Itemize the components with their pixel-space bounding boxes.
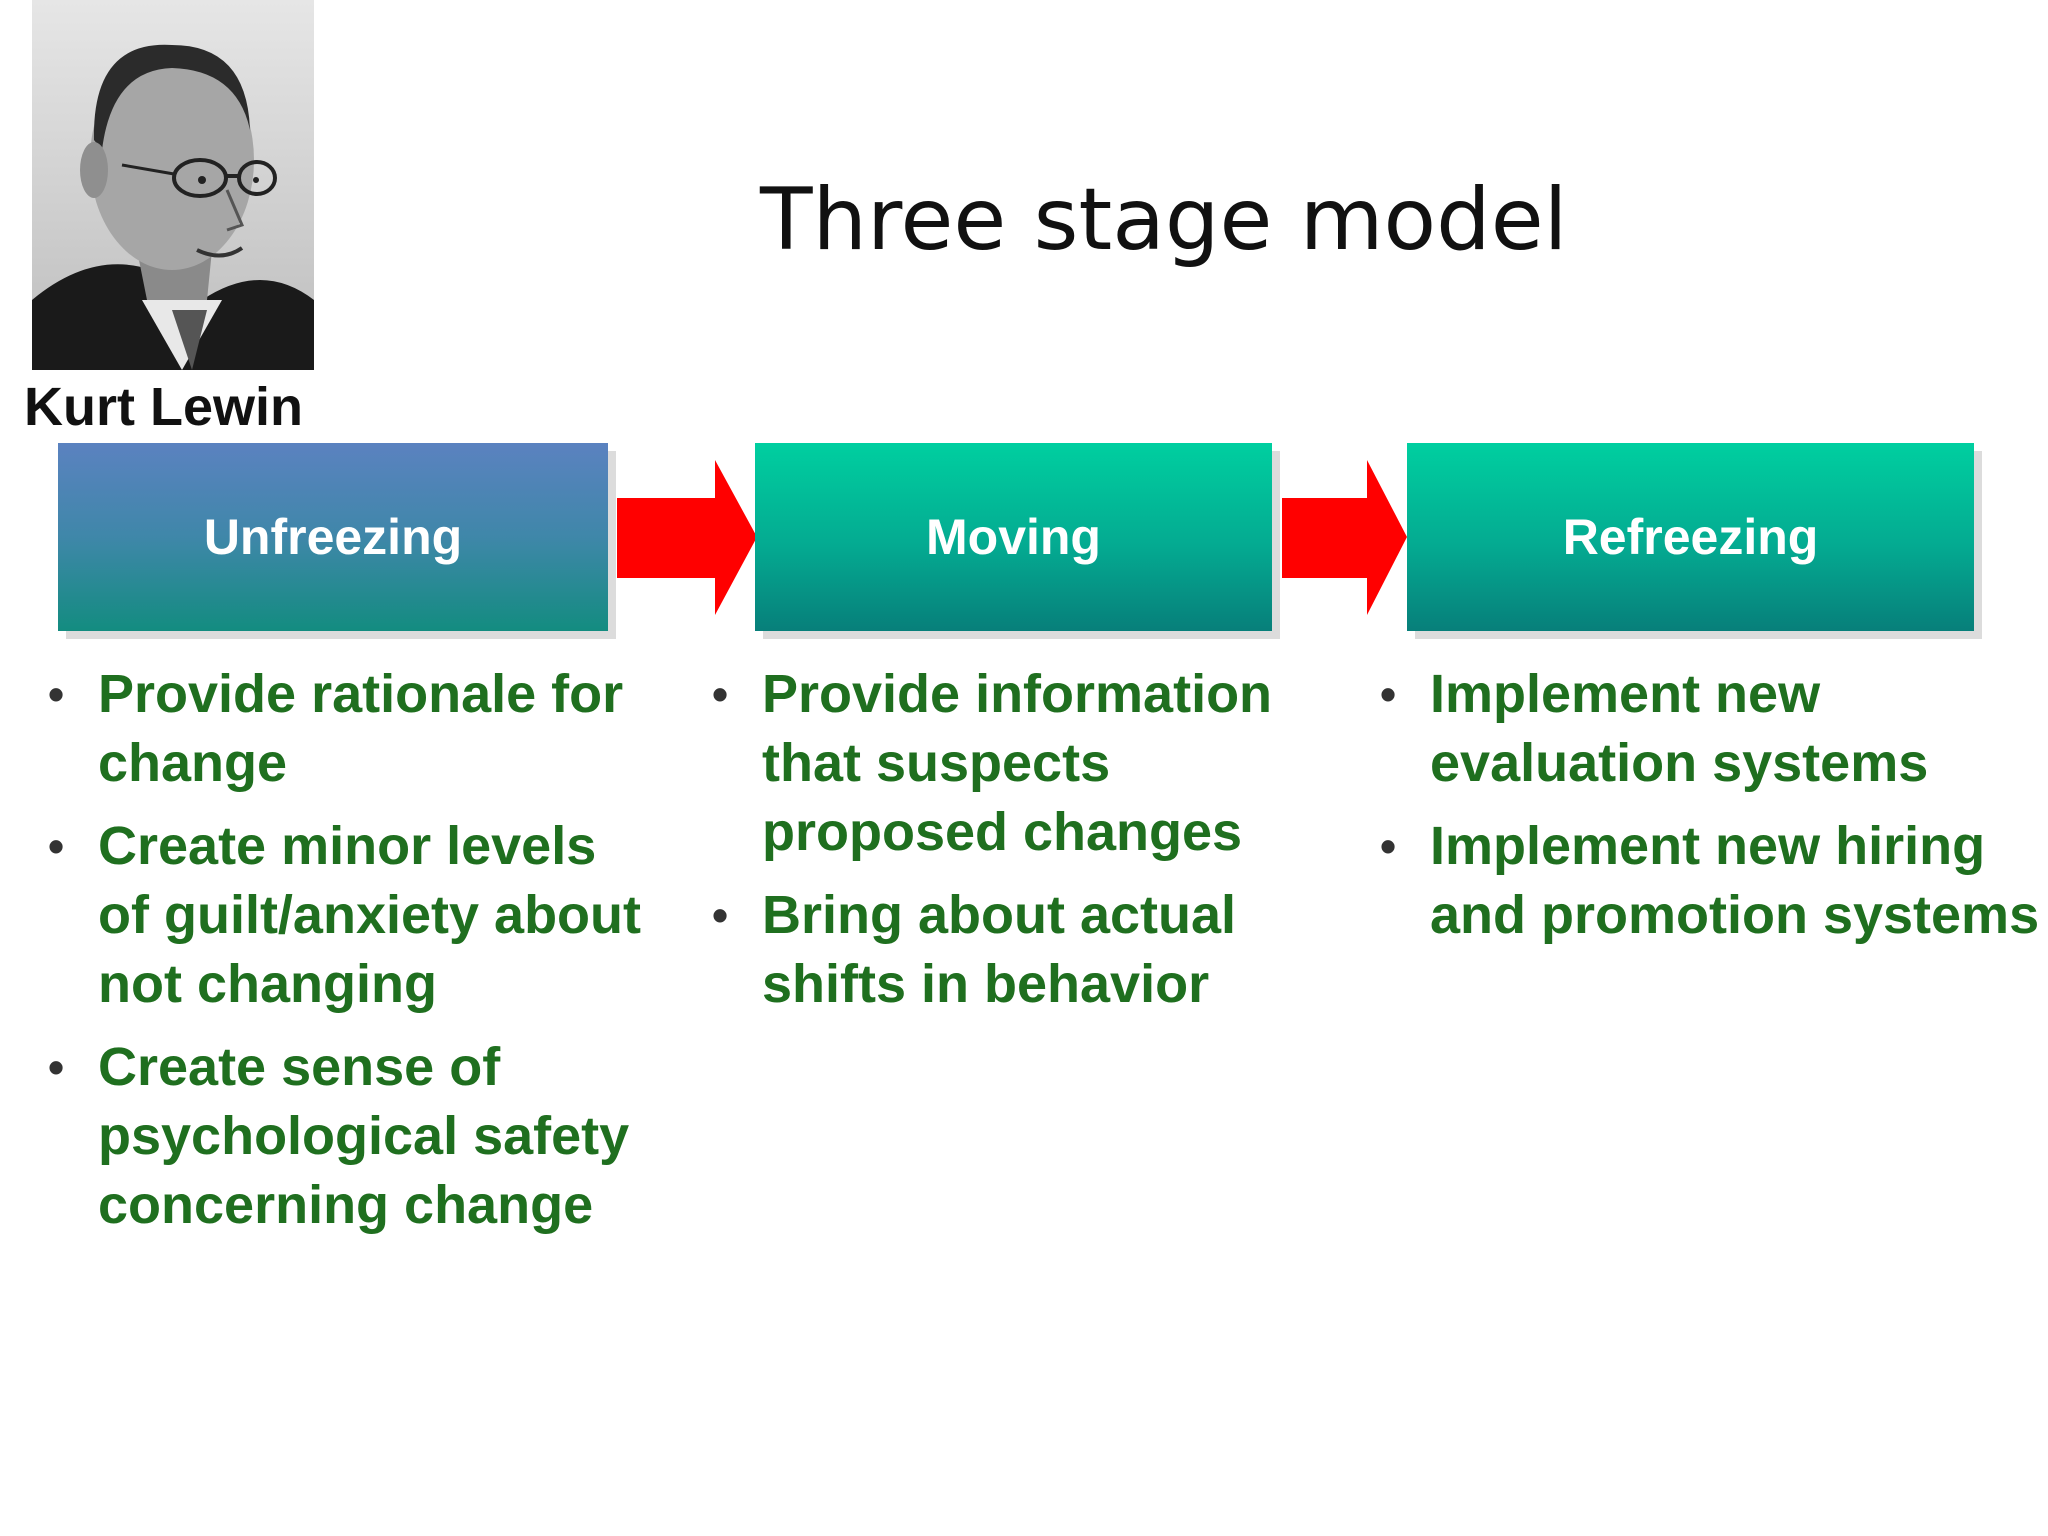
- bullet-item: Implement new evaluation systems: [1380, 660, 2040, 798]
- stage-label-refreezing: Refreezing: [1562, 509, 1819, 565]
- right-arrow-icon: [617, 460, 757, 615]
- slide-title: Three stage model: [760, 170, 1568, 270]
- bullet-item: Provide information that suspects propos…: [712, 660, 1342, 867]
- bullet-item: Create sense of psychological safety con…: [48, 1033, 648, 1240]
- stage-box-moving: Moving: [755, 443, 1272, 631]
- stage-box-refreezing: Refreezing: [1407, 443, 1974, 631]
- stage-label-moving: Moving: [926, 509, 1101, 565]
- stage-box-unfreezing: Unfreezing: [58, 443, 608, 631]
- right-arrow-icon: [1282, 460, 1407, 615]
- bullet-item: Implement new hiring and promotion syste…: [1380, 812, 2040, 950]
- moving-bullet-list: Provide information that suspects propos…: [712, 660, 1342, 1033]
- refreezing-bullet-list: Implement new evaluation systems Impleme…: [1380, 660, 2040, 964]
- stage-label-unfreezing: Unfreezing: [203, 509, 463, 565]
- bullet-item: Create minor levels of guilt/anxiety abo…: [48, 812, 648, 1019]
- kurt-lewin-portrait: [32, 0, 314, 370]
- unfreezing-bullet-list: Provide rationale for change Create mino…: [48, 660, 648, 1254]
- bullet-item: Bring about actual shifts in behavior: [712, 881, 1342, 1019]
- portrait-caption: Kurt Lewin: [24, 377, 303, 437]
- bullet-item: Provide rationale for change: [48, 660, 648, 798]
